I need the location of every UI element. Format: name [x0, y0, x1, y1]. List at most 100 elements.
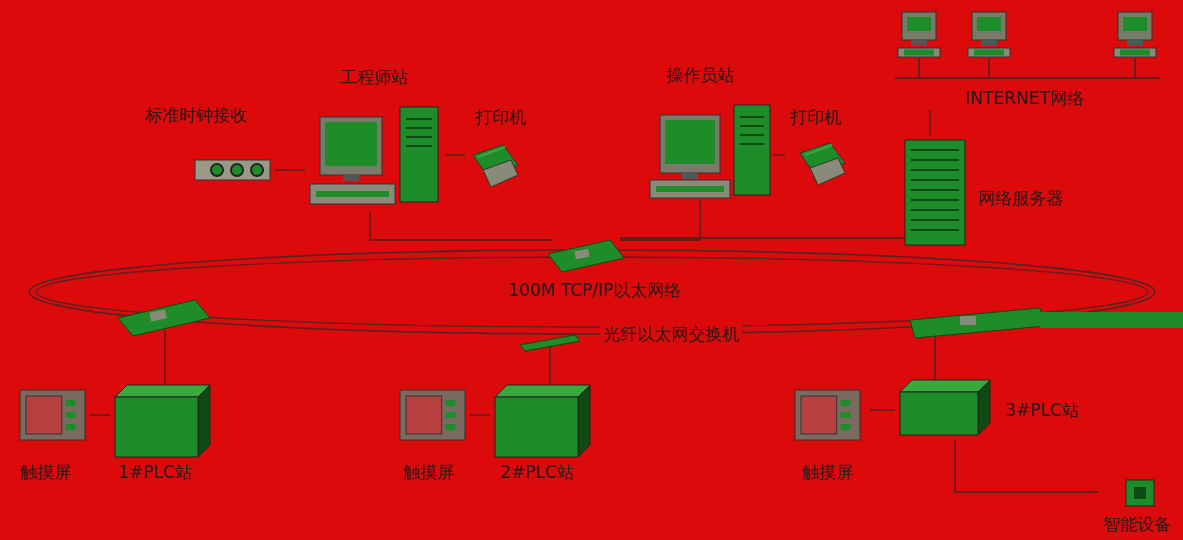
switch-card — [910, 308, 1045, 338]
wire — [934, 332, 935, 380]
device-node: 标准时钟接收 — [140, 100, 275, 185]
plc-front — [115, 397, 198, 457]
drive-bay — [406, 136, 432, 138]
touch-button — [446, 424, 456, 430]
touch-button — [66, 412, 76, 418]
wire — [988, 58, 989, 78]
touch-frame — [400, 390, 465, 440]
chip — [574, 249, 589, 260]
device-label: 2#PLC站 — [500, 462, 574, 482]
wire — [1134, 58, 1135, 78]
clock-receiver — [195, 160, 270, 180]
printer-paper — [478, 147, 505, 157]
connector — [445, 154, 465, 155]
plc-top — [495, 385, 590, 397]
keyboard-keys — [974, 50, 1004, 56]
touch-button — [841, 424, 851, 430]
drive-bay — [406, 145, 432, 147]
monitor-stand — [343, 175, 359, 181]
switch-card — [118, 300, 210, 336]
device-node: 网络服务器 — [900, 135, 1090, 250]
monitor-stand — [911, 40, 927, 46]
wire — [620, 200, 700, 240]
wire — [620, 237, 905, 238]
monitor-screen — [665, 120, 715, 164]
chip — [149, 309, 167, 321]
drive-bay — [406, 127, 432, 129]
drive-bay — [740, 143, 764, 145]
internet-bus — [895, 77, 1160, 78]
connector — [955, 440, 1098, 492]
device-node: 1#PLC站 — [110, 380, 215, 485]
monitor-stand — [682, 173, 698, 179]
touch-frame — [795, 390, 860, 440]
drive-bay — [406, 118, 432, 120]
device-label: 触摸屏 — [802, 462, 853, 482]
switch-card — [548, 240, 624, 272]
server-slot — [911, 169, 959, 171]
touch-button — [66, 424, 76, 430]
device-node: 2#PLC站 — [490, 380, 600, 485]
plc-side — [978, 380, 990, 435]
touch-frame — [20, 390, 85, 440]
monitor-frame — [972, 12, 1006, 40]
drive-bay — [740, 134, 764, 136]
keyboard-keys — [316, 191, 389, 197]
chip — [960, 316, 976, 325]
plc-side — [198, 385, 210, 457]
device-label: 打印机 — [790, 107, 841, 127]
monitor-frame — [660, 115, 720, 173]
monitor-screen — [1123, 17, 1147, 31]
network-label: 100M TCP/IP以太网络 — [505, 280, 684, 300]
touch-button — [841, 412, 851, 418]
touch-button — [446, 412, 456, 418]
connector — [470, 414, 490, 415]
device-label: 操作员站 — [666, 65, 734, 85]
plc-front — [495, 397, 578, 457]
monitor-frame — [320, 117, 382, 175]
pc-tower — [400, 107, 438, 202]
smart-device — [1126, 480, 1154, 506]
server-slot — [911, 159, 959, 161]
plc-side — [578, 385, 590, 457]
monitor-frame — [902, 12, 936, 40]
server-slot — [911, 209, 959, 211]
connector — [929, 110, 930, 135]
keyboard-keys — [656, 186, 724, 192]
touch-button — [841, 400, 851, 406]
keyboard-keys — [904, 50, 934, 56]
keyboard — [1114, 48, 1156, 57]
pc-tower — [734, 105, 770, 195]
connector — [870, 409, 895, 410]
device-label: 网络服务器 — [978, 188, 1063, 208]
touch-screen — [406, 396, 442, 434]
device-label: 1#PLC站 — [118, 462, 192, 482]
device-node: 智能设备 — [1098, 478, 1178, 538]
server-slot — [911, 199, 959, 201]
clock-dial — [231, 164, 243, 176]
drive-bay — [740, 125, 764, 127]
keyboard — [898, 48, 940, 57]
touch-screen — [801, 396, 837, 434]
wire — [164, 330, 165, 385]
monitor-screen — [325, 122, 377, 166]
device-node: 打印机 — [785, 105, 850, 195]
connector — [275, 169, 305, 170]
plc-front — [900, 392, 978, 435]
device-label: 智能设备 — [1103, 514, 1171, 534]
printer-tray — [810, 158, 845, 185]
device-node: 触摸屏 — [395, 385, 470, 485]
server-rack — [905, 140, 965, 245]
keyboard-keys — [1120, 50, 1150, 56]
server-slot — [911, 229, 959, 231]
smart-device-panel — [1134, 487, 1146, 499]
touch-button — [66, 400, 76, 406]
device-node: INTERNET网络 — [888, 8, 1163, 110]
device-node: 3#PLC站 — [895, 375, 1090, 440]
device-node: 工程师站 — [305, 62, 445, 212]
monitor-screen — [977, 17, 1001, 31]
monitor-frame — [1118, 12, 1152, 40]
switch-card — [520, 335, 580, 351]
